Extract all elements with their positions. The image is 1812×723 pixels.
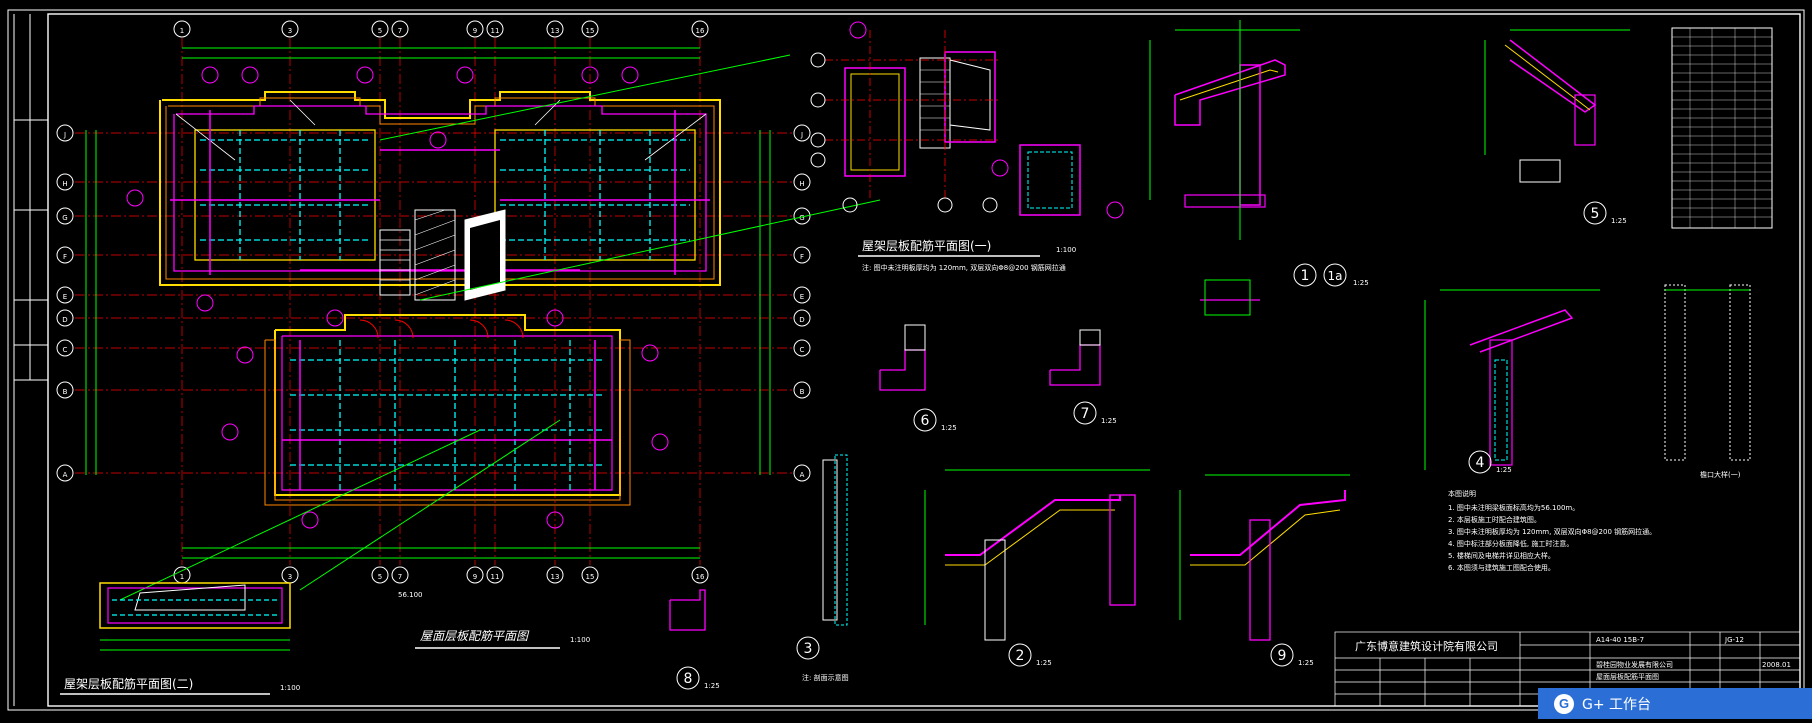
plan1-title: 屋架层板配筋平面图(一) <box>862 238 991 253</box>
grid-row-label: A <box>800 471 805 479</box>
hatch-legend: 注: 剖面示意图 <box>802 673 849 682</box>
detail-section-1 <box>1149 20 1300 240</box>
grid-row-label: C <box>800 346 805 354</box>
detail-scale: 1:25 <box>1101 417 1117 425</box>
note-line: 2. 本层板施工时配合建筑图。 <box>1448 515 1541 524</box>
g-logo-icon: G <box>1554 693 1574 714</box>
detail-number: 1 <box>1301 268 1310 284</box>
detail-number: 3 <box>804 641 813 657</box>
outer-frame <box>7 9 1805 711</box>
widget-label: G+ 工作台 <box>1582 696 1652 713</box>
grid-row-label: B <box>63 388 68 396</box>
grid-col-label: 7 <box>398 27 402 35</box>
detail-scale: 1:25 <box>1036 659 1052 667</box>
grid-col-label: 5 <box>378 27 382 35</box>
grid-col-label: 9 <box>473 573 477 581</box>
detail-scale: 1:25 <box>704 682 720 690</box>
detail-scale: 1:25 <box>1496 466 1512 474</box>
grid-row-label: E <box>800 293 804 301</box>
grid-col-label: 13 <box>551 573 560 581</box>
main-plan-scale: 1:100 <box>570 636 590 644</box>
grid-col-label: 1 <box>180 573 184 581</box>
detail-scale: 1:25 <box>1298 659 1314 667</box>
inner-frame <box>47 13 1801 707</box>
grid-row-label: D <box>799 316 804 324</box>
note-line: 6. 本图须与建筑施工图配合使用。 <box>1448 563 1555 572</box>
grid-col-label: 7 <box>398 573 402 581</box>
grid-row-label: H <box>799 180 804 188</box>
detail-section-5 <box>1484 29 1630 183</box>
grid-row-label: D <box>62 316 67 324</box>
grid-col-label: 16 <box>696 573 705 581</box>
detail-section-6-7 <box>879 279 1260 391</box>
grid-row-label: J <box>800 131 803 139</box>
detail-number: 7 <box>1081 406 1090 422</box>
grid-row-label: A <box>63 471 68 479</box>
note-line: 3. 图中未注明板厚均为 120mm, 双层双向Φ8@200 钢筋网拉通。 <box>1448 527 1656 536</box>
detail-side-title: 檐口大样(一) <box>1700 470 1741 479</box>
detail-section-8 <box>669 589 706 631</box>
plan2-scale: 1:100 <box>280 684 300 692</box>
grid-col-label: 11 <box>491 573 500 581</box>
detail-number: 5 <box>1591 206 1600 222</box>
grid-col-label: 1 <box>180 27 184 35</box>
main-plan-title: 屋面层板配筋平面图 <box>420 629 530 643</box>
grid-row-label: C <box>63 346 68 354</box>
note-line: 5. 楼梯间及电梯井详见相应大样。 <box>1448 551 1555 560</box>
detail-scale: 1:25 <box>1611 217 1627 225</box>
detail-scale: 1:25 <box>1353 279 1369 287</box>
detail-number: 4 <box>1476 455 1485 471</box>
grid-row-label: H <box>62 180 67 188</box>
g-workbench-widget[interactable]: G G+ 工作台 <box>1538 688 1812 719</box>
grid-col-label: 15 <box>586 573 595 581</box>
project-code: A14-40 15B-7 <box>1596 636 1644 644</box>
note-line: 1. 图中未注明梁板面标高均为56.100m。 <box>1448 503 1579 512</box>
grid-col-label: 11 <box>491 27 500 35</box>
detail-section-9 <box>1179 474 1350 641</box>
detail-section-4 <box>1424 284 1751 470</box>
grid-col-label: 3 <box>288 573 292 581</box>
grid-row-label: F <box>800 253 804 261</box>
grid-col-label: 3 <box>288 27 292 35</box>
drawing-title: 屋面层板配筋平面图 <box>1596 672 1659 681</box>
rebar-schedule-table <box>1671 27 1773 229</box>
grid-col-label: 9 <box>473 27 477 35</box>
grid-col-label: 16 <box>696 27 705 35</box>
detail-scale: 1:25 <box>941 424 957 432</box>
plan1-note: 注: 图中未注明板厚均为 120mm, 双层双向Φ8@200 钢筋网拉通 <box>862 263 1066 272</box>
grid-row-label: J <box>63 131 66 139</box>
grid-row-label: B <box>800 388 805 396</box>
plan1-scale: 1:100 <box>1056 246 1076 254</box>
detail-section-2 <box>924 469 1150 641</box>
notes-title: 本图说明 <box>1448 489 1476 498</box>
left-binding-strip <box>13 14 48 706</box>
sheet-number: JG-12 <box>1724 636 1744 644</box>
grid-row-label: G <box>62 214 67 222</box>
grid-col-label: 5 <box>378 573 382 581</box>
grid-row-label: F <box>63 253 67 261</box>
company-name: 广东博意建筑设计院有限公司 <box>1355 639 1498 653</box>
detail-number: 2 <box>1016 648 1025 664</box>
drawing-date: 2008.01 <box>1762 661 1791 669</box>
client-name: 碧桂园物业发展有限公司 <box>1596 660 1673 669</box>
note-line: 4. 图中标注部分板面降低, 施工时注意。 <box>1448 539 1573 548</box>
detail-number: 6 <box>921 413 930 429</box>
roof-plan-1 <box>810 21 1124 219</box>
grid-col-label: 15 <box>586 27 595 35</box>
grid-row-label: E <box>63 293 67 301</box>
detail-number: 8 <box>684 671 693 687</box>
grid-col-label: 13 <box>551 27 560 35</box>
roof-plan-2 <box>99 582 291 651</box>
main-plan-level: 56.100 <box>398 591 423 599</box>
detail-number: 9 <box>1278 648 1287 664</box>
plan2-title: 屋架层板配筋平面图(二) <box>64 676 193 691</box>
grid-row-label: G <box>799 214 804 222</box>
detail-section-3 <box>822 454 848 626</box>
detail-sub-number: 1a <box>1328 269 1343 283</box>
